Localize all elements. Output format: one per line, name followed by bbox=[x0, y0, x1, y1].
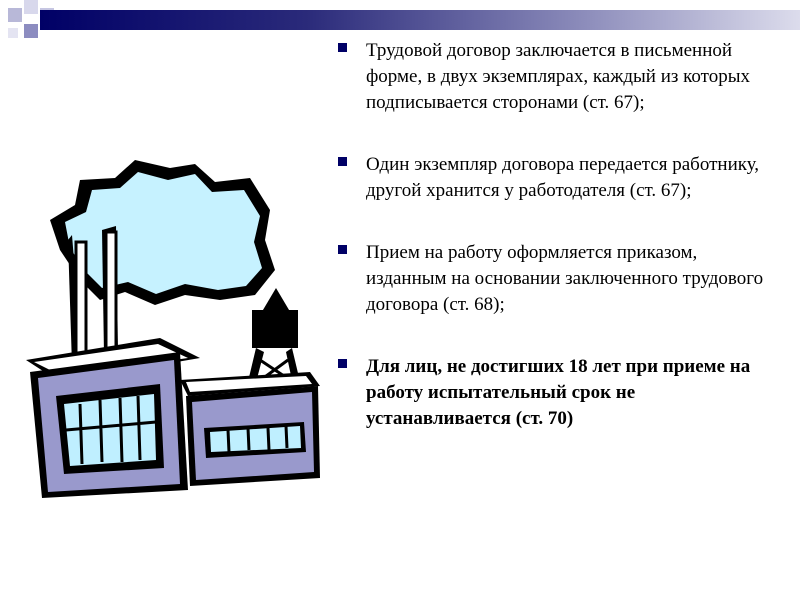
bullet-item: Один экземпляр договора передается работ… bbox=[336, 152, 776, 204]
bullet-marker-icon bbox=[338, 157, 347, 166]
header-band bbox=[40, 10, 800, 30]
bullet-text: Один экземпляр договора передается работ… bbox=[366, 154, 760, 201]
bullet-item: Трудовой договор заключается в письменно… bbox=[336, 38, 776, 116]
bullet-marker-icon bbox=[338, 245, 347, 254]
corner-decoration bbox=[0, 0, 80, 60]
bullet-item: Прием на работу оформляется приказом, из… bbox=[336, 240, 776, 318]
bullet-item: Для лиц, не достигших 18 лет при приеме … bbox=[336, 354, 776, 432]
factory-illustration bbox=[20, 160, 330, 500]
bullet-list: Трудовой договор заключается в письменно… bbox=[336, 38, 776, 468]
bullet-marker-icon bbox=[338, 359, 347, 368]
factory-icon bbox=[26, 160, 320, 498]
bullet-marker-icon bbox=[338, 43, 347, 52]
bullet-text: Для лиц, не достигших 18 лет при приеме … bbox=[366, 356, 751, 429]
bullet-text: Трудовой договор заключается в письменно… bbox=[366, 40, 750, 113]
bullet-text: Прием на работу оформляется приказом, из… bbox=[366, 242, 764, 315]
